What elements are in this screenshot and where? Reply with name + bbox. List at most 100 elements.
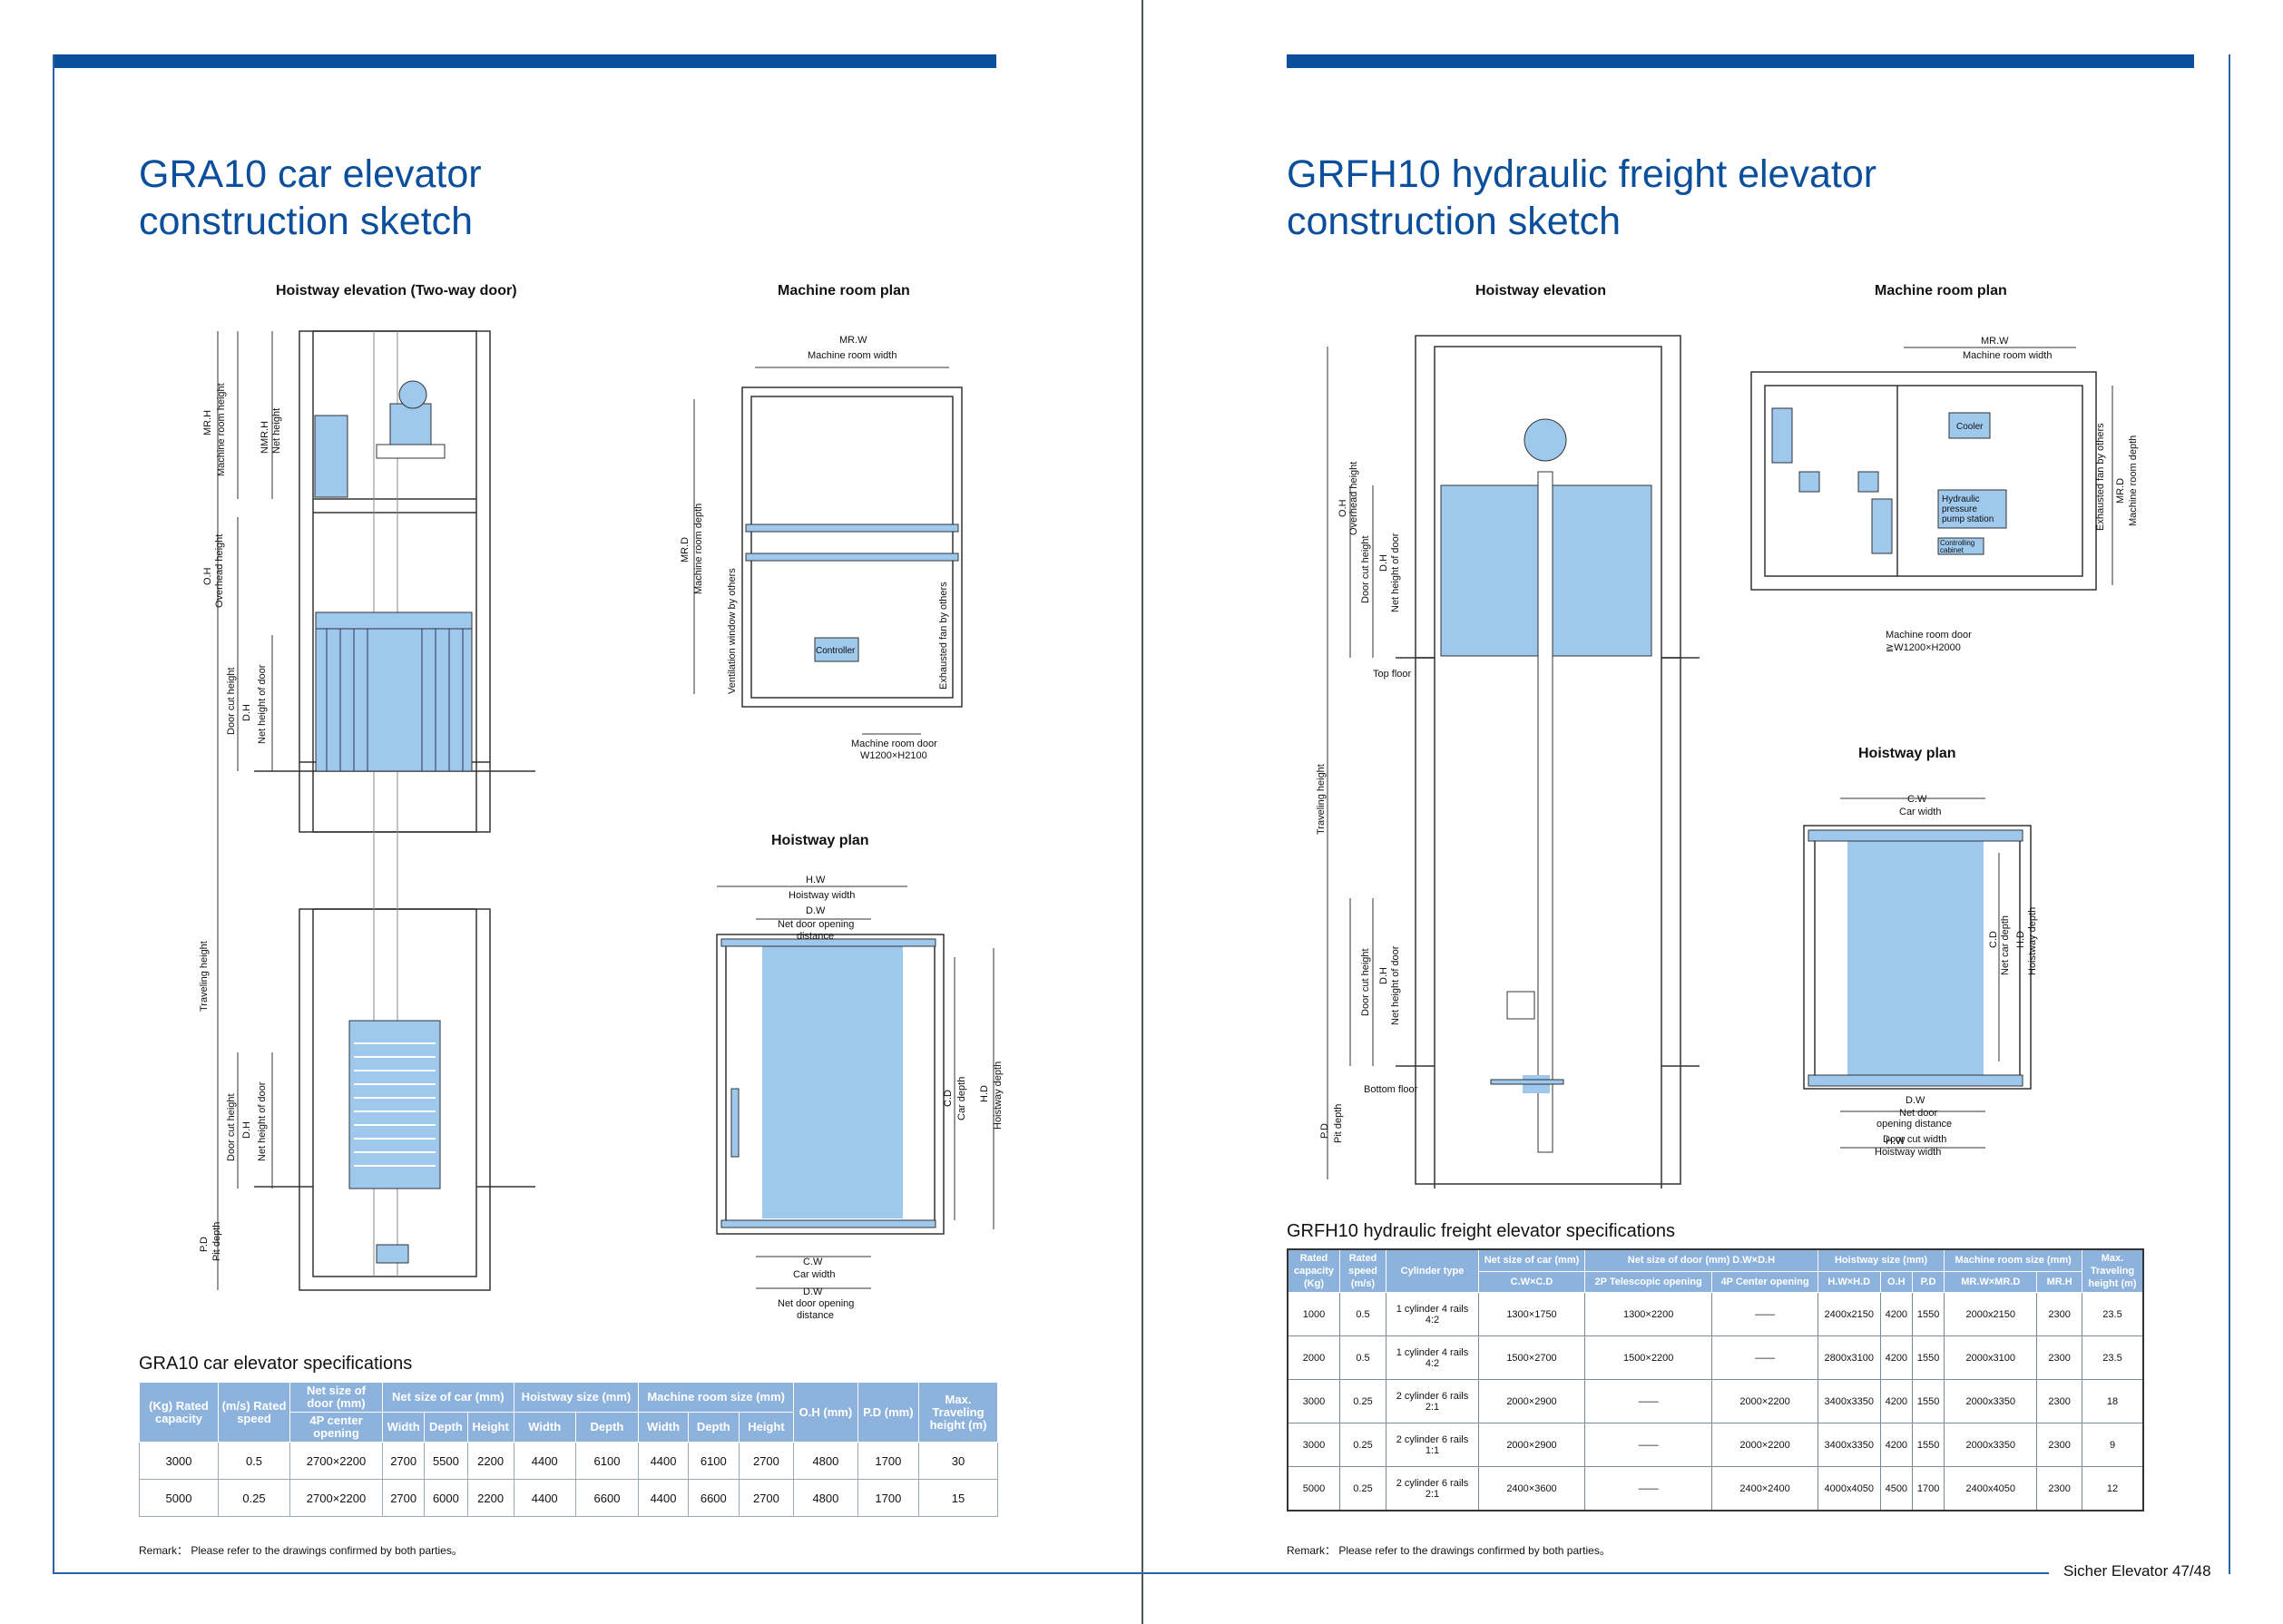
left-spec-table: (Kg) Rated capacity (m/s) Rated speed Ne… <box>139 1382 998 1517</box>
right-bottom-floor-label: Bottom floor <box>1364 1084 1418 1095</box>
t1-cell: 30 <box>918 1442 998 1480</box>
t1-cell: 4400 <box>513 1479 576 1517</box>
t2-h-hoistway: Hoistway size (mm) <box>1817 1248 1945 1272</box>
right-hw-name: Hoistway width <box>1875 1147 1942 1158</box>
t2-cell: 1550 <box>1911 1423 1945 1467</box>
t1-h-machine-width: Width <box>638 1412 689 1443</box>
t1-cell: 3000 <box>139 1442 219 1480</box>
t2-cell: 0.25 <box>1339 1423 1386 1467</box>
t2-cell: 4000x4050 <box>1817 1466 1881 1511</box>
left-hw-label: H.W <box>806 875 826 885</box>
t1-h-car-depth: Depth <box>424 1412 468 1443</box>
t2-cell: —— <box>1583 1379 1713 1423</box>
left-frame-bottom <box>53 1572 1142 1574</box>
left-travelling-height-label: Traveling height <box>199 941 210 1012</box>
right-hydraulic-label-1: Hydraulic <box>1942 494 1980 504</box>
right-pd-name: Pit depth <box>1333 1104 1344 1143</box>
right-oh-label: O.H <box>1337 499 1348 517</box>
right-mrw-name: Machine room width <box>1963 350 2052 361</box>
right-exhaust-fan-label: Exhausted fan by others <box>2095 423 2106 531</box>
left-dh-label: D.H <box>241 704 252 721</box>
left-dw-name-3: Net door opening <box>778 1298 854 1309</box>
t2-cell: 1 cylinder 4 rails 4:2 <box>1386 1292 1479 1336</box>
t1-h-travel: Max. Traveling height (m) <box>918 1382 998 1443</box>
t2-cell: 3400x3350 <box>1817 1423 1881 1467</box>
t1-cell: 4400 <box>638 1479 689 1517</box>
right-mrd-label: MR.D <box>2115 478 2126 504</box>
left-mrw-label: MR.W <box>839 335 867 346</box>
t1-cell: 2700 <box>381 1479 426 1517</box>
t1-h-car-width: Width <box>381 1412 426 1443</box>
left-dh-label-2: D.H <box>241 1121 252 1139</box>
t2-cell: 4200 <box>1879 1423 1913 1467</box>
t2-cell: 1 cylinder 4 rails 4:2 <box>1386 1335 1479 1380</box>
t1-h-machine-height: Height <box>738 1412 795 1443</box>
right-travelling-height-label: Traveling height <box>1316 764 1327 835</box>
t2-cell: 2000x3100 <box>1944 1335 2038 1380</box>
t2-cell: 2 cylinder 6 rails 1:1 <box>1386 1423 1479 1467</box>
right-dh-label: D.H <box>1378 554 1389 572</box>
right-hd-label: H.D <box>2015 931 2026 948</box>
t1-cell: 6600 <box>574 1479 640 1517</box>
left-dw-label: D.W <box>806 905 826 916</box>
t1-cell: 6000 <box>424 1479 468 1517</box>
t2-h-machine-sub2: MR.H <box>2036 1270 2082 1294</box>
t2-h-travel: Max. Traveling height (m) <box>2082 1248 2144 1293</box>
left-hoistway-plan-drawing: H.W Hoistway width D.W Net door opening … <box>716 875 1004 1321</box>
t1-cell: 6100 <box>574 1442 640 1480</box>
t2-cell: 1000 <box>1287 1292 1340 1336</box>
t1-cell: 2700 <box>381 1442 426 1480</box>
left-mrh-name: Machine room height <box>216 383 227 476</box>
right-dw-label: D.W <box>1906 1095 1925 1106</box>
t1-h-oh: O.H (mm) <box>793 1382 858 1443</box>
left-cw-label: C.W <box>803 1257 823 1267</box>
left-mr-door-label: Machine room door <box>851 739 937 749</box>
t2-cell: 4200 <box>1879 1379 1913 1423</box>
right-mr-door-size: ≧W1200×H2000 <box>1886 642 1961 653</box>
right-hw-label: H.W <box>1886 1136 1906 1147</box>
t2-h-machine-sub1: MR.W×MR.D <box>1944 1270 2038 1294</box>
t2-h-speed: Rated speed (m/s) <box>1339 1248 1386 1293</box>
left-dw-name-2: distance <box>797 931 834 942</box>
left-hw-name: Hoistway width <box>789 890 855 901</box>
t1-h-machine: Machine room size (mm) <box>638 1382 795 1413</box>
t2-cell: 1700 <box>1911 1466 1945 1511</box>
right-hoistway-elevation-drawing: O.H Overhead height Door cut height D.H … <box>1316 335 1700 1189</box>
t2-cell: 2400×3600 <box>1478 1466 1585 1511</box>
t1-h-car-height: Height <box>466 1412 514 1443</box>
t1-cell: 1700 <box>857 1479 920 1517</box>
t1-cell: 5500 <box>424 1442 468 1480</box>
t2-cell: 2400×2400 <box>1711 1466 1818 1511</box>
t2-cell: 2300 <box>2036 1335 2082 1380</box>
t2-cell: 2400x4050 <box>1944 1466 2038 1511</box>
t1-cell: 15 <box>918 1479 998 1517</box>
t2-cell: 1300×2200 <box>1583 1292 1713 1336</box>
t2-h-car: Net size of car (mm) <box>1478 1248 1585 1272</box>
t2-cell: 3000 <box>1287 1379 1340 1423</box>
right-mrw-label: MR.W <box>1981 336 2009 347</box>
t2-cell: 1500×2700 <box>1478 1335 1585 1380</box>
right-door-cut-width-label: Door cut width <box>1883 1134 1946 1145</box>
left-spec-title: GRA10 car elevator specifications <box>139 1354 413 1374</box>
t2-cell: 2800x3100 <box>1817 1335 1881 1380</box>
t2-cell: 9 <box>2082 1423 2144 1467</box>
t2-cell: —— <box>1711 1335 1818 1380</box>
right-title-line-2: construction sketch <box>1287 200 1622 243</box>
t2-cell: 2300 <box>2036 1292 2082 1336</box>
right-title-line-1: GRFH10 hydraulic freight elevator <box>1287 152 1877 196</box>
left-mrw-name: Machine room width <box>808 350 897 361</box>
t2-cell: 3400x3350 <box>1817 1379 1881 1423</box>
t1-h-speed: (m/s) Rated speed <box>218 1382 290 1443</box>
t1-h-hoistway: Hoistway size (mm) <box>513 1382 640 1413</box>
left-dw-name-1: Net door opening <box>778 919 854 930</box>
t2-cell: —— <box>1711 1292 1818 1336</box>
t2-cell: 2000×2900 <box>1478 1423 1585 1467</box>
t2-cell: 3000 <box>1287 1423 1340 1467</box>
t2-h-hoistway-sub2: O.H <box>1879 1270 1913 1294</box>
right-page-title: GRFH10 hydraulic freight elevator constr… <box>1287 151 1876 245</box>
left-page-title: GRA10 car elevator construction sketch <box>139 151 482 245</box>
t1-cell: 4800 <box>793 1479 858 1517</box>
t2-cell: 23.5 <box>2082 1292 2144 1336</box>
